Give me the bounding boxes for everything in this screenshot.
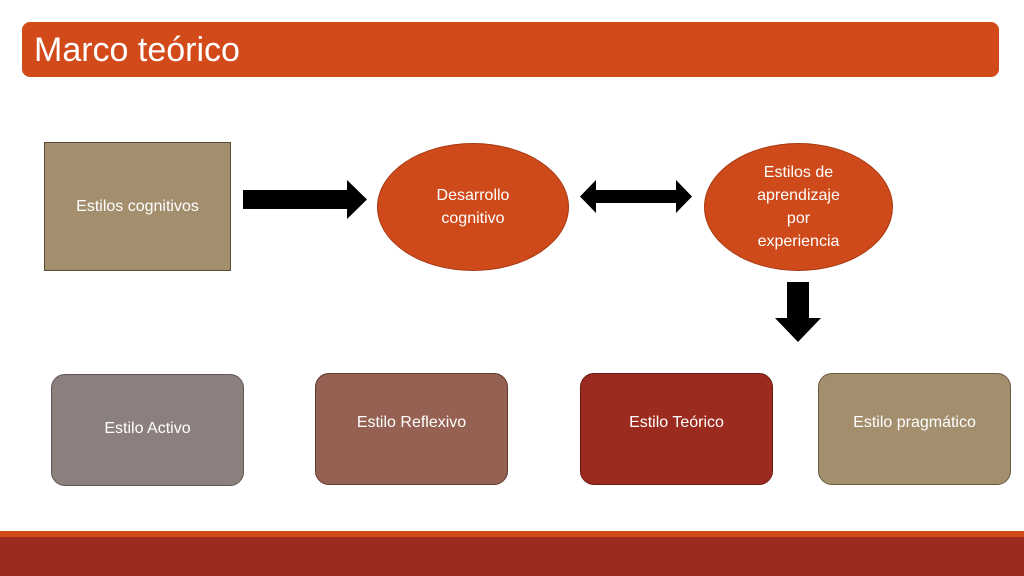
estilos-cognitivos-box: Estilos cognitivos	[44, 142, 231, 271]
estilo-activo-box: Estilo Activo	[51, 374, 244, 486]
desarrollo-cognitivo-ellipse: Desarrollo cognitivo	[377, 143, 569, 271]
double-headed-arrow-icon	[580, 180, 692, 213]
estilo-teorico-label: Estilo Teórico	[629, 413, 724, 431]
estilo-reflexivo-label: Estilo Reflexivo	[356, 413, 467, 431]
estilo-teorico-box: Estilo Teórico	[580, 373, 773, 485]
desarrollo-cognitivo-line-1: Desarrollo	[436, 187, 510, 204]
footer-accent-line	[0, 531, 1024, 537]
title-bar: Marco teórico	[22, 22, 999, 77]
estilos-aprendizaje-ellipse: Estilos de aprendizaje por experiencia	[704, 143, 893, 271]
estilos-aprendizaje-line-4: experiencia	[757, 233, 840, 250]
estilos-aprendizaje-line-1: Estilos de	[763, 164, 834, 181]
estilo-reflexivo-box: Estilo Reflexivo	[315, 373, 508, 485]
down-arrow-icon	[775, 282, 821, 342]
footer-band	[0, 537, 1024, 576]
slide-title: Marco teórico	[34, 31, 240, 69]
estilos-aprendizaje-line-3: por	[786, 210, 811, 227]
estilos-cognitivos-label: Estilos cognitivos	[76, 198, 199, 215]
estilo-pragmatico-box: Estilo pragmático	[818, 373, 1011, 485]
right-arrow-icon	[243, 180, 367, 219]
estilo-pragmatico-label: Estilo pragmático	[853, 413, 976, 431]
estilo-activo-label: Estilo Activo	[104, 419, 191, 437]
desarrollo-cognitivo-line-2: cognitivo	[441, 210, 505, 227]
estilos-aprendizaje-line-2: aprendizaje	[757, 187, 840, 204]
